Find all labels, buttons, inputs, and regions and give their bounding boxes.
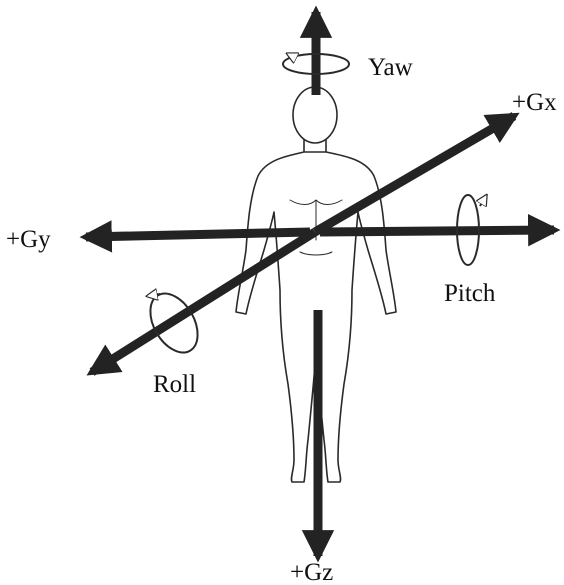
gy-axis-right-arrow bbox=[319, 214, 561, 247]
gy-label: +Gy bbox=[6, 226, 51, 253]
figure-head bbox=[292, 86, 338, 144]
roll-label: Roll bbox=[153, 371, 196, 398]
gx-axis-back-arrow bbox=[86, 228, 318, 376]
pitch-rotation-icon bbox=[456, 195, 486, 266]
gz-label: +Gz bbox=[290, 559, 333, 585]
gx-label: +Gx bbox=[512, 89, 557, 116]
gy-axis-left-arrow bbox=[79, 220, 311, 253]
gx-axis-arrow bbox=[312, 112, 520, 236]
roll-rotation-icon bbox=[141, 285, 199, 354]
figure-neck bbox=[303, 139, 327, 153]
yaw-rotation-icon bbox=[282, 54, 350, 75]
yaw-label: Yaw bbox=[368, 54, 413, 81]
pitch-label: Pitch bbox=[444, 280, 496, 307]
